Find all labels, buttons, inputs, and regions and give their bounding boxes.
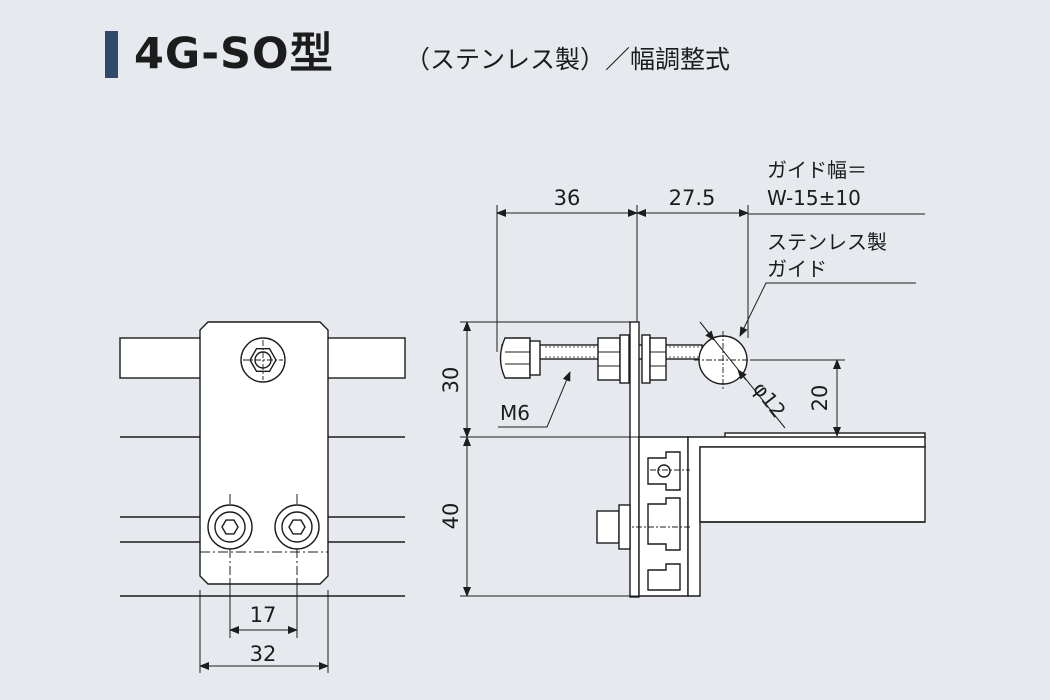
stainless-guide-label-line2: ガイド <box>767 257 827 281</box>
socket-bolt <box>274 504 320 550</box>
model-subtitle: （ステンレス製）／幅調整式 <box>405 45 731 74</box>
m6-label: M6 <box>500 401 530 425</box>
front-view <box>119 321 406 673</box>
model-title: 4G-SO型 <box>134 29 334 79</box>
dimension-40: 40 <box>439 503 463 530</box>
dimension-32: 32 <box>250 642 277 666</box>
title-accent-bar <box>105 31 118 78</box>
guide-width-label-line2: W-15±10 <box>767 186 861 210</box>
dimension-phi12: φ12 <box>748 377 791 422</box>
stainless-guide-bar <box>694 331 752 389</box>
dimension-36: 36 <box>554 186 581 210</box>
m6-leader <box>498 371 571 428</box>
dimension-17: 17 <box>250 603 277 627</box>
guide-leader <box>739 282 916 337</box>
hex-nut <box>240 337 286 383</box>
socket-bolt <box>207 504 253 550</box>
conveyor-frame <box>596 432 926 597</box>
dimension-20: 20 <box>808 385 832 412</box>
side-view <box>460 205 926 598</box>
threaded-rod <box>499 334 703 384</box>
dimension-30: 30 <box>439 367 463 394</box>
guide-width-label-line1: ガイド幅＝ <box>767 158 867 182</box>
stainless-guide-label-line1: ステンレス製 <box>767 230 887 254</box>
side-bracket-plate <box>629 321 640 598</box>
dimension-27-5: 27.5 <box>669 186 716 210</box>
